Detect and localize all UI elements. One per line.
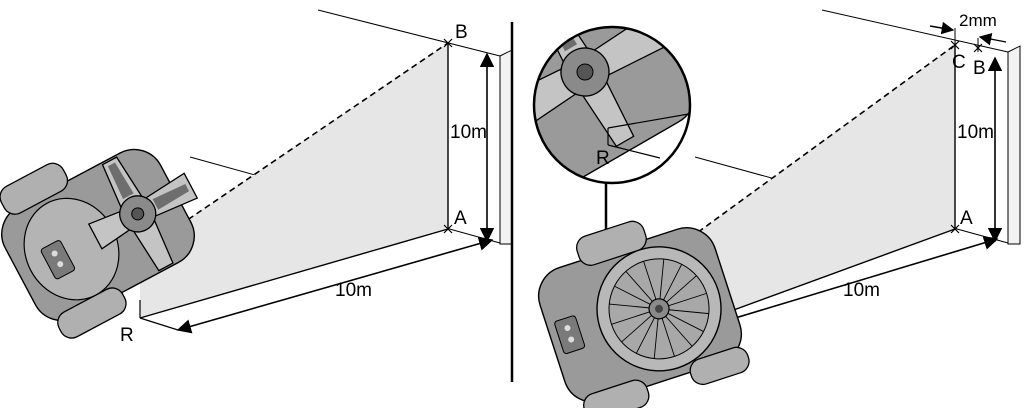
right-laser-beam (689, 44, 956, 239)
left-panel: B A R 10m 10m (0, 9, 513, 346)
right-label-c: C (952, 52, 966, 73)
right-label-b: B (973, 58, 986, 79)
right-rotating-laser-device (537, 220, 750, 408)
right-label-offset: 2mm (959, 11, 997, 30)
right-beam-plane (690, 45, 955, 315)
left-label-vertical-distance: 10m (450, 122, 487, 143)
right-horizontal-dimension (720, 235, 999, 326)
left-label-b: B (455, 22, 468, 43)
left-rotating-laser-device (0, 148, 199, 339)
right-label-a: A (960, 208, 973, 229)
right-label-horizontal-distance: 10m (843, 280, 880, 301)
left-label-a: A (454, 208, 467, 229)
left-label-horizontal-distance: 10m (335, 280, 372, 301)
left-horizontal-dimension (176, 236, 494, 334)
right-label-vertical-distance: 10m (957, 122, 994, 143)
left-label-r: R (120, 325, 134, 346)
left-laser-beam (179, 42, 449, 226)
zoom-label-r: R (596, 148, 610, 169)
offset-indicator (929, 21, 1007, 53)
right-panel: 2mm C B A 10m 10m R (532, 9, 1021, 408)
zoom-detail: R (532, 25, 692, 185)
